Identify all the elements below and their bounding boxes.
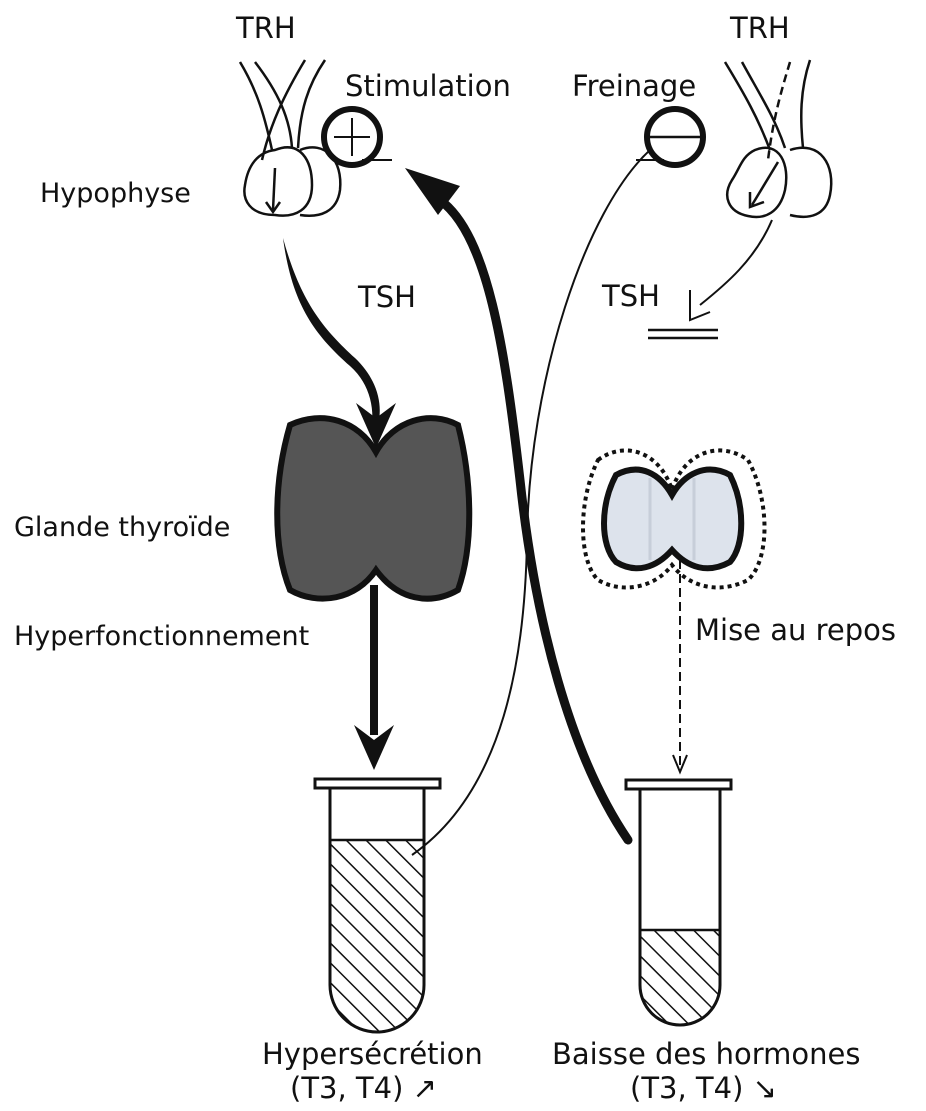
hypersecretion-label: Hypersécrétion (262, 1040, 483, 1069)
hypophyse-label: Hypophyse (40, 180, 191, 207)
left-test-tube (315, 779, 440, 1032)
right-thyroid-gland (583, 450, 765, 587)
right-tsh-arrow (648, 220, 772, 338)
right-trh-label: TRH (730, 14, 790, 43)
hyperfonctionnement-label: Hyperfonctionnement (14, 623, 309, 650)
right-inhibition-icon (636, 109, 703, 165)
left-hyperfunction-arrow (354, 585, 394, 770)
left-thyroid-gland (277, 418, 469, 598)
right-rest-arrow (673, 560, 687, 772)
glande-thyroide-label: Glande thyroïde (14, 514, 230, 541)
left-trh-label: TRH (236, 14, 296, 43)
right-test-tube (626, 780, 731, 1025)
left-tsh-arrow (283, 238, 396, 448)
right-tsh-label: TSH (602, 282, 660, 311)
right-hormones-text: (T3, T4) (630, 1071, 743, 1105)
left-hormones-label: (T3, T4) ↗ (290, 1074, 437, 1103)
decrease-arrow-icon: ↘ (753, 1071, 777, 1105)
right-hormones-label: (T3, T4) ↘ (630, 1074, 777, 1103)
left-stimulation-label: Stimulation (345, 72, 511, 101)
left-tsh-label: TSH (358, 283, 416, 312)
mise-au-repos-label: Mise au repos (695, 616, 896, 645)
freinage-label: Freinage (572, 72, 696, 101)
left-stimulation-icon (324, 109, 392, 165)
baisse-hormones-label: Baisse des hormones (552, 1040, 860, 1069)
increase-arrow-icon: ↗ (413, 1071, 437, 1105)
right-pituitary (725, 60, 831, 217)
left-hormones-text: (T3, T4) (290, 1071, 403, 1105)
